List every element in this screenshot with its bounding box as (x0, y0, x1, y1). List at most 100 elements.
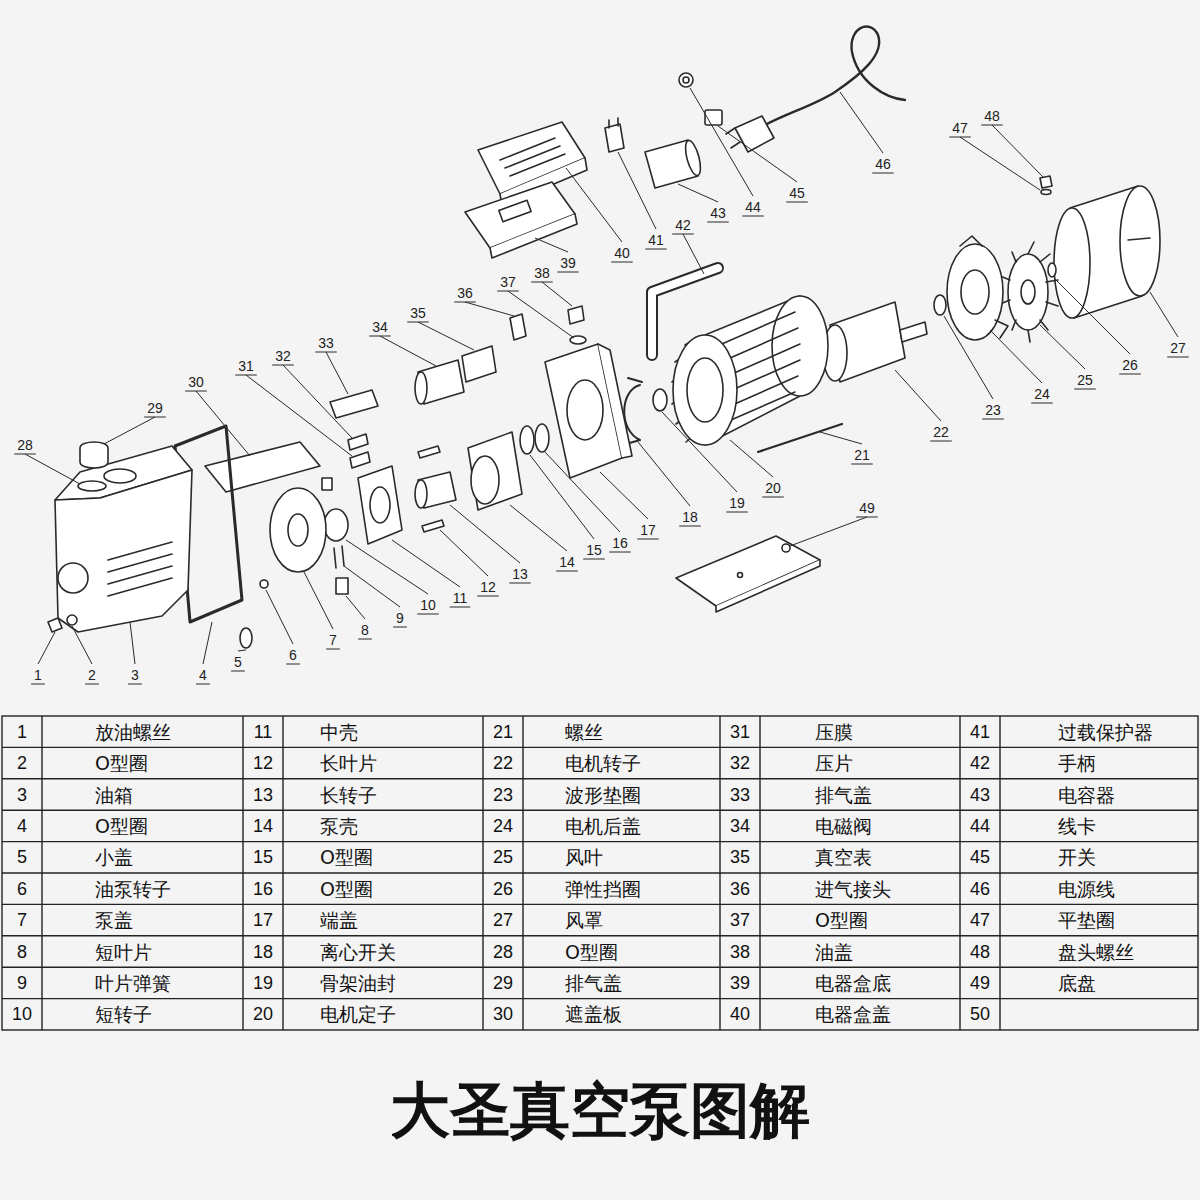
callout-number: 15 (586, 542, 602, 558)
callout-number: 13 (512, 566, 528, 582)
table-part-name: 放油螺丝 (95, 720, 171, 744)
table-part-name: 油盖 (815, 940, 853, 964)
callout-number: 46 (875, 156, 891, 172)
leader-line (535, 238, 568, 252)
leader-line (895, 370, 941, 421)
callout-underline (872, 173, 894, 174)
callout-underline (930, 441, 952, 442)
table-part-name: O型圈 (95, 751, 148, 775)
table-part-name: 电源线 (1058, 877, 1115, 901)
leader-line (266, 590, 293, 644)
vane-springs (334, 546, 344, 568)
leader-line (840, 92, 883, 153)
table-number: 7 (17, 908, 27, 932)
fan (1008, 254, 1048, 330)
table-number: 31 (730, 720, 750, 744)
base-plate-edge (716, 560, 820, 612)
leader-line (690, 88, 753, 196)
callout-number: 10 (420, 597, 436, 613)
table-part-name: 弹性挡圈 (565, 877, 641, 901)
callout-underline (982, 419, 1004, 420)
table-part-name: 螺丝 (565, 720, 603, 744)
table-part-name: 电机后盖 (565, 814, 641, 838)
sight-glass (58, 563, 88, 593)
table-number: 38 (730, 940, 750, 964)
table-number: 18 (253, 940, 273, 964)
table-part-name: 电器盒底 (815, 971, 891, 995)
table-number: 42 (970, 751, 990, 775)
callout-underline (679, 526, 701, 527)
leader-line (510, 505, 567, 551)
table-number: 24 (493, 814, 513, 838)
table-part-name: 排气盖 (565, 971, 622, 995)
callout-number: 31 (238, 358, 254, 374)
o-ring (535, 424, 549, 452)
leader-line (992, 125, 1044, 178)
callout-number: 4 (199, 667, 207, 683)
callout-number: 2 (88, 667, 96, 683)
table-part-name: 真空表 (815, 845, 872, 869)
table-part-name: 过载保护器 (1058, 720, 1153, 744)
table-number: 8 (17, 940, 27, 964)
table-number: 26 (493, 877, 513, 901)
table-part-name: 泵壳 (320, 814, 358, 838)
leader-line (196, 391, 250, 456)
callout-underline (231, 671, 245, 672)
table-number: 34 (730, 814, 750, 838)
short-rotor (324, 509, 348, 541)
cover-grille (500, 138, 565, 176)
table-part-name: 进气接头 (815, 877, 891, 901)
rear-cover-ears (960, 236, 1008, 338)
fan-cover-rib (1128, 238, 1150, 240)
leader-line (304, 572, 333, 629)
callout-number: 40 (614, 245, 630, 261)
callout-underline (583, 559, 605, 560)
title: 大圣真空泵图解 (390, 1074, 810, 1146)
leader-line (1054, 278, 1130, 354)
leader-line (346, 596, 365, 619)
leader-line (545, 452, 620, 532)
table-part-name: 长叶片 (320, 751, 377, 775)
leader-line (104, 417, 155, 444)
callout-number: 42 (675, 217, 691, 233)
vacuum-gauge (462, 346, 496, 382)
overload-protector (605, 124, 624, 152)
plug (735, 116, 774, 152)
callout-underline (1031, 403, 1053, 404)
callout-underline (393, 627, 407, 628)
oil-tank (55, 470, 192, 632)
box-slot (499, 200, 531, 222)
callout-underline (1119, 374, 1141, 375)
table-part-name: 开关 (1058, 845, 1096, 869)
leader-line (1040, 325, 1085, 369)
callout-number: 45 (789, 185, 805, 201)
table-part-name: 长转子 (320, 783, 377, 807)
rear-cover-boss (961, 270, 989, 314)
table-number: 30 (493, 1002, 513, 1026)
table-part-name: 叶片弹簧 (95, 971, 171, 995)
callout-number: 48 (984, 108, 1000, 124)
table-number: 15 (253, 845, 273, 869)
leader-line (246, 375, 352, 456)
rear-cover (947, 244, 1003, 340)
cable-clip (679, 73, 693, 87)
table-part-name: 端盖 (320, 908, 358, 932)
stator-front (673, 335, 737, 445)
table-part-name: 手柄 (1058, 751, 1096, 775)
table-part-name: 线卡 (1058, 814, 1096, 838)
fan-cover-back (1120, 186, 1160, 296)
table-part-name: 遮盖板 (565, 1002, 622, 1026)
callout-number: 41 (648, 232, 664, 248)
tank-port (104, 469, 136, 483)
callout-underline (196, 684, 210, 685)
table-number: 27 (493, 908, 513, 932)
callout-number: 21 (854, 447, 870, 463)
end-cover-bore (567, 380, 603, 440)
drain-screw (48, 618, 62, 632)
callout-number: 3 (131, 667, 139, 683)
snap-ring (1048, 263, 1056, 277)
table-part-name: 油泵转子 (95, 877, 171, 901)
table-part-name: 电磁阀 (815, 814, 872, 838)
callout-number: 43 (710, 205, 726, 221)
